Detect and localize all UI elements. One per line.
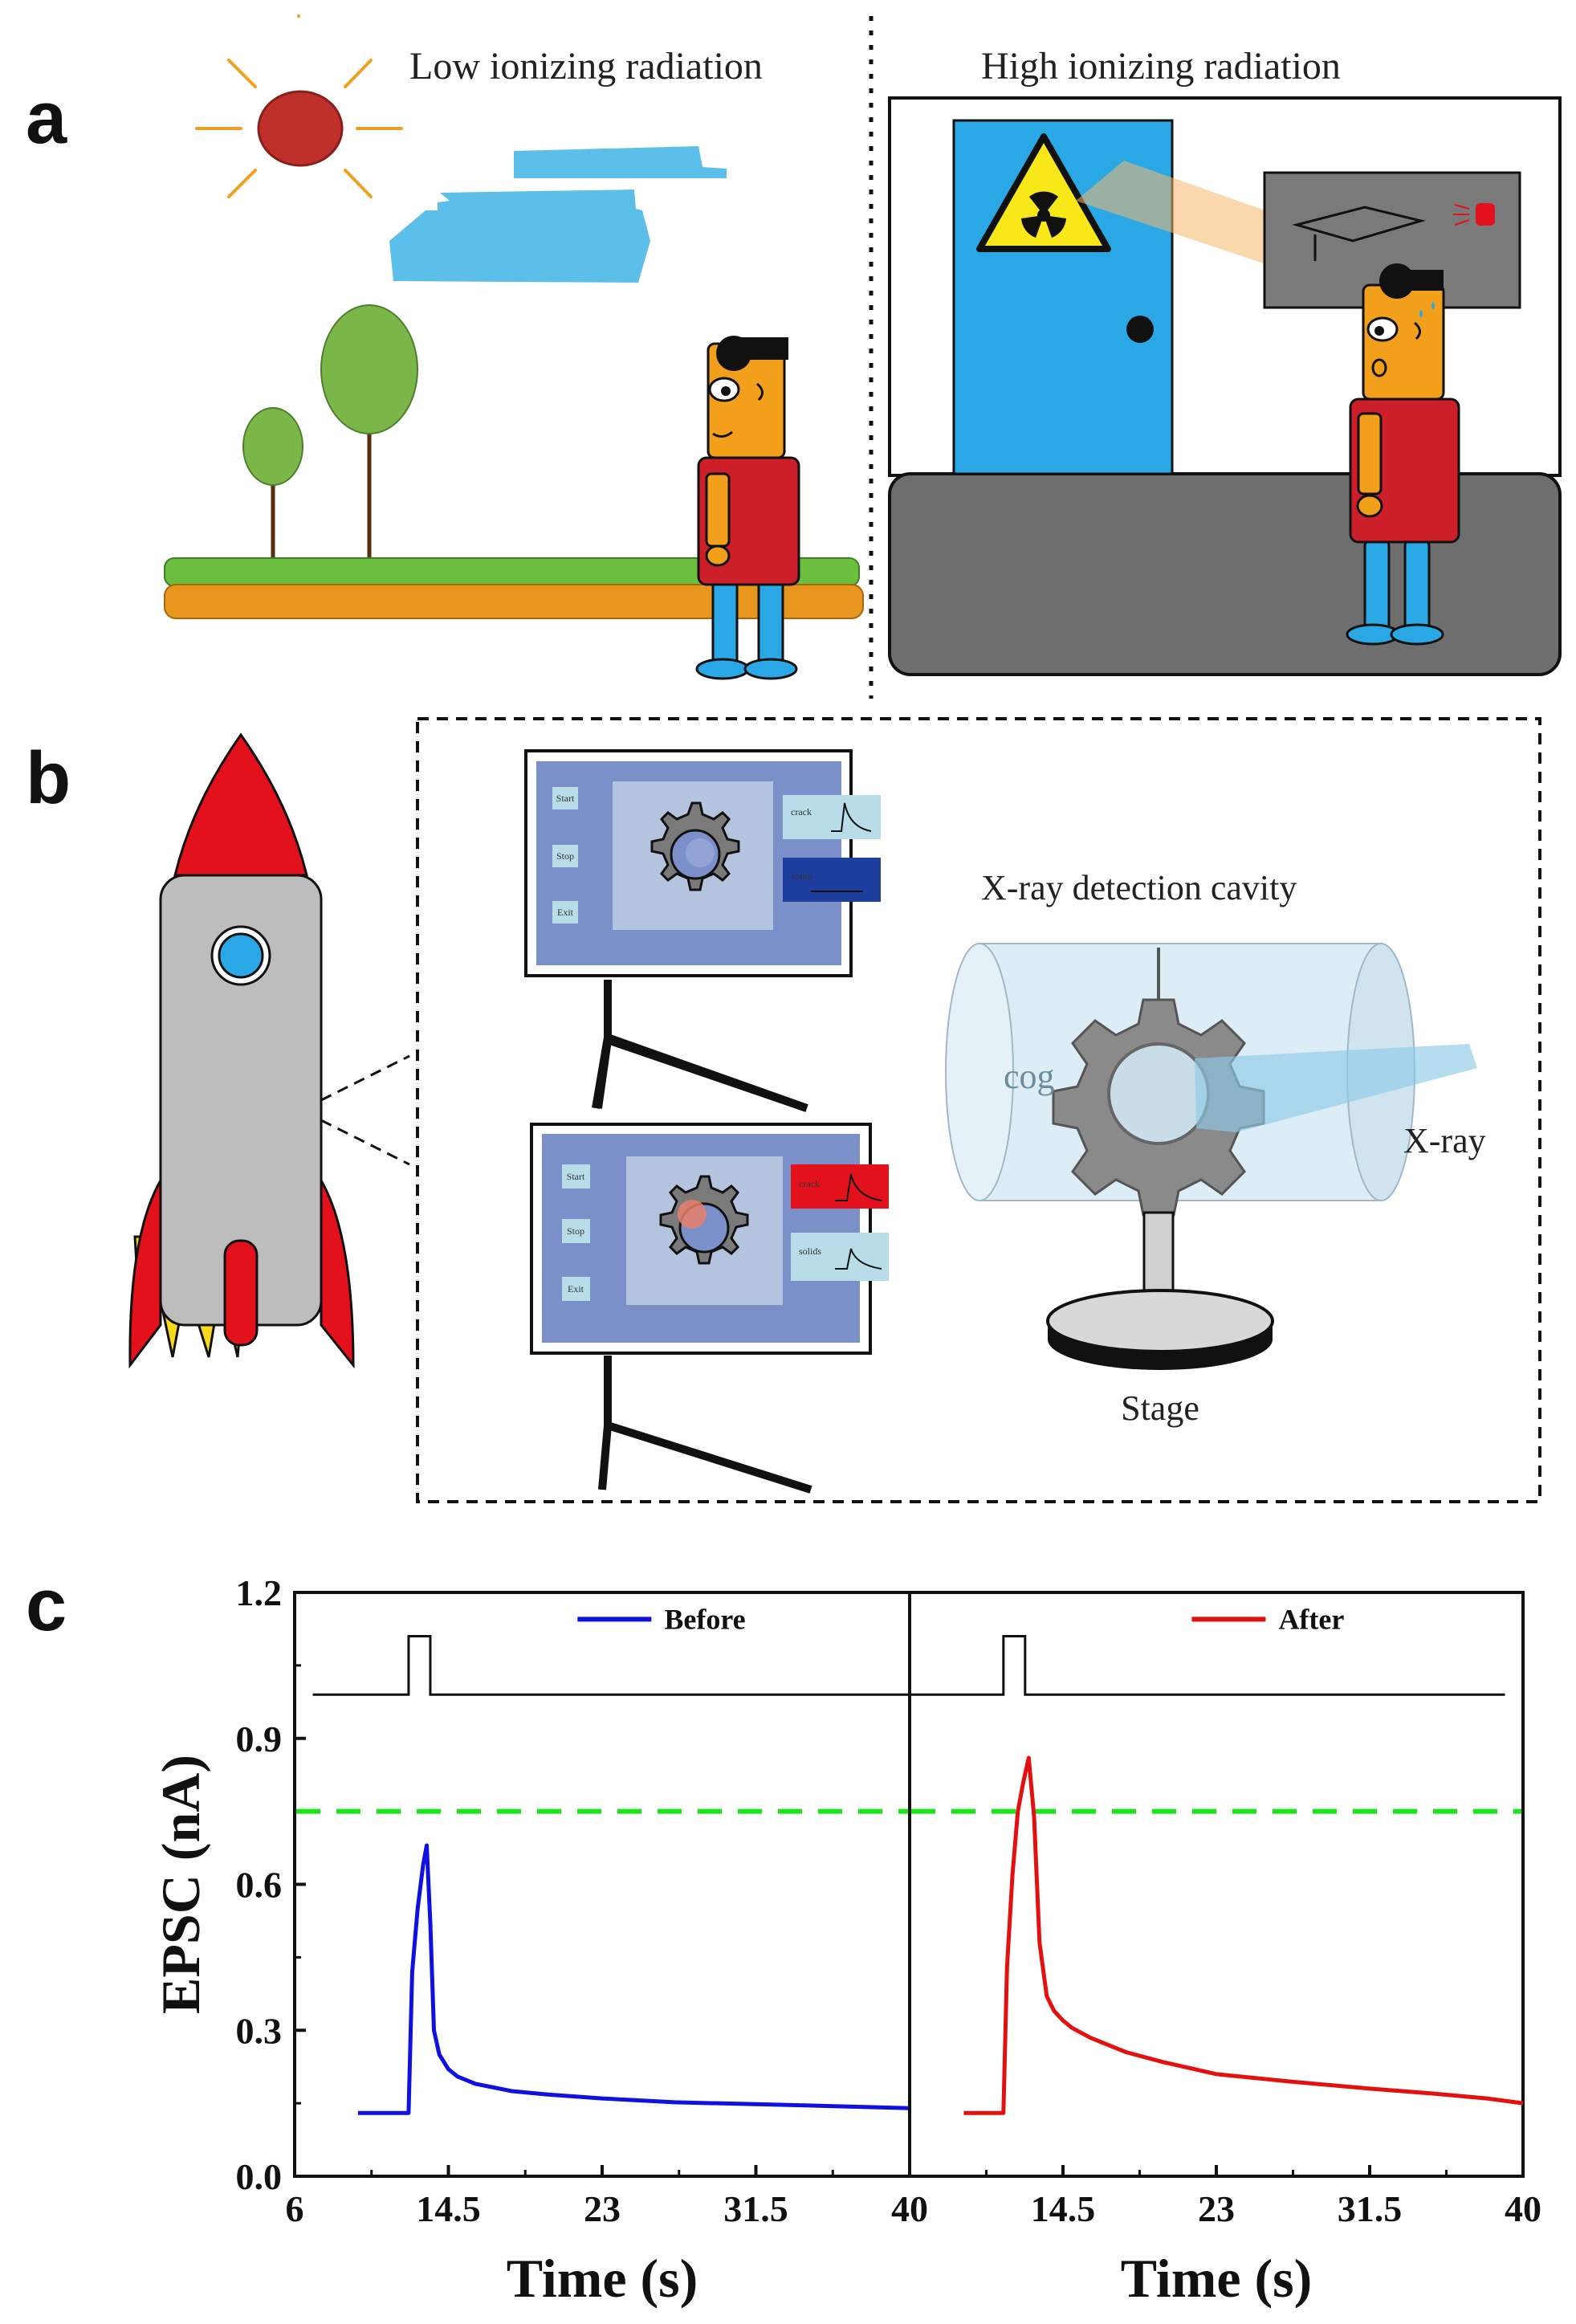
x-tick-label-0-0: 6 <box>286 2188 304 2229</box>
x-tick-label-0-4: 40 <box>891 2188 928 2229</box>
top-exit-label: Exit <box>557 907 574 918</box>
left-scene-title: Low ionizing radiation <box>409 45 763 88</box>
right-scene-title: High ionizing radiation <box>981 45 1341 88</box>
top-exit-button[interactable] <box>552 901 578 923</box>
top-start-button[interactable] <box>552 787 578 809</box>
x-tick-label-1-3: 31.5 <box>1338 2188 1403 2229</box>
alarm-light-icon <box>1453 203 1495 226</box>
x-tick-label-1-4: 40 <box>1505 2188 1541 2229</box>
bottom-stop-button[interactable] <box>562 1219 590 1243</box>
cavity-title: X-ray detection cavity <box>981 868 1297 907</box>
bottom-status-solids-label: solids <box>799 1246 821 1257</box>
series-line-after <box>963 1755 1524 2115</box>
plot-frame-1 <box>908 1591 1525 2178</box>
callout-line-bottom <box>320 1119 410 1166</box>
tree-icon-large <box>320 304 418 558</box>
y-axis-label: EPSC (nA) <box>150 1755 211 2014</box>
stimulus-pulse-1 <box>910 1635 1505 1696</box>
bottom-exit-label: Exit <box>568 1283 584 1295</box>
series-line-before <box>357 1843 910 2115</box>
bottom-start-label: Start <box>567 1171 585 1182</box>
cog-icon-top <box>650 801 740 891</box>
panel-c-label: c <box>26 1564 67 1646</box>
inspection-frame <box>416 717 1541 1503</box>
person-calm-icon <box>695 336 800 680</box>
cog-icon-bottom <box>659 1175 749 1265</box>
stimulus-pulse-0 <box>312 1635 910 1696</box>
plot-frame-0 <box>293 1591 911 2178</box>
x-tick-label-0-3: 31.5 <box>723 2188 788 2229</box>
x-tick-label-1-2: 23 <box>1198 2188 1235 2229</box>
x-tick-label-0-2: 23 <box>584 2188 621 2229</box>
top-status-solids <box>783 858 881 902</box>
bottom-status-solids <box>791 1233 889 1281</box>
x-axis-label-0: Time (s) <box>507 2248 698 2309</box>
xray-label: X-ray <box>1403 1121 1486 1160</box>
top-stop-button[interactable] <box>552 845 578 867</box>
bottom-start-button[interactable] <box>562 1164 590 1189</box>
y-tick-label-3: 0.9 <box>236 1719 283 1759</box>
cloud-icon <box>389 146 727 283</box>
bottom-exit-button[interactable] <box>562 1277 590 1301</box>
y-tick-label-1: 0.3 <box>236 2010 283 2051</box>
legend-label-before: Before <box>664 1603 745 1635</box>
stage-label: Stage <box>1121 1388 1199 1428</box>
panel-b-label: b <box>26 737 71 819</box>
door-icon <box>952 119 1174 475</box>
x-tick-label-0-1: 14.5 <box>416 2188 481 2229</box>
bottom-stop-label: Stop <box>567 1225 584 1237</box>
xray-beam <box>1195 1044 1477 1132</box>
stage-icon <box>1046 1211 1274 1370</box>
top-stop-label: Stop <box>556 850 574 862</box>
ground-strip <box>164 557 864 619</box>
top-start-label: Start <box>556 793 575 804</box>
y-tick-label-0: 0.0 <box>236 2156 283 2197</box>
panel-a-label: a <box>26 77 67 159</box>
x-axis-label-1: Time (s) <box>1121 2248 1313 2309</box>
top-status-solids-label: solids <box>791 870 813 882</box>
legend-label-after: After <box>1278 1603 1344 1635</box>
rocket-icon <box>128 732 355 1369</box>
y-tick-label-2: 0.6 <box>236 1865 283 1906</box>
y-tick-label-4: 1.2 <box>236 1572 283 1613</box>
x-tick-label-1-1: 14.5 <box>1031 2188 1096 2229</box>
sun-icon <box>195 14 403 198</box>
top-status-crack-label: crack <box>791 806 812 817</box>
bottom-status-crack-label: crack <box>799 1178 820 1189</box>
person-worried-icon <box>1346 263 1460 646</box>
tree-icon-small <box>242 407 303 558</box>
cog-label: cog <box>1004 1057 1055 1096</box>
callout-line-top <box>320 1054 410 1102</box>
